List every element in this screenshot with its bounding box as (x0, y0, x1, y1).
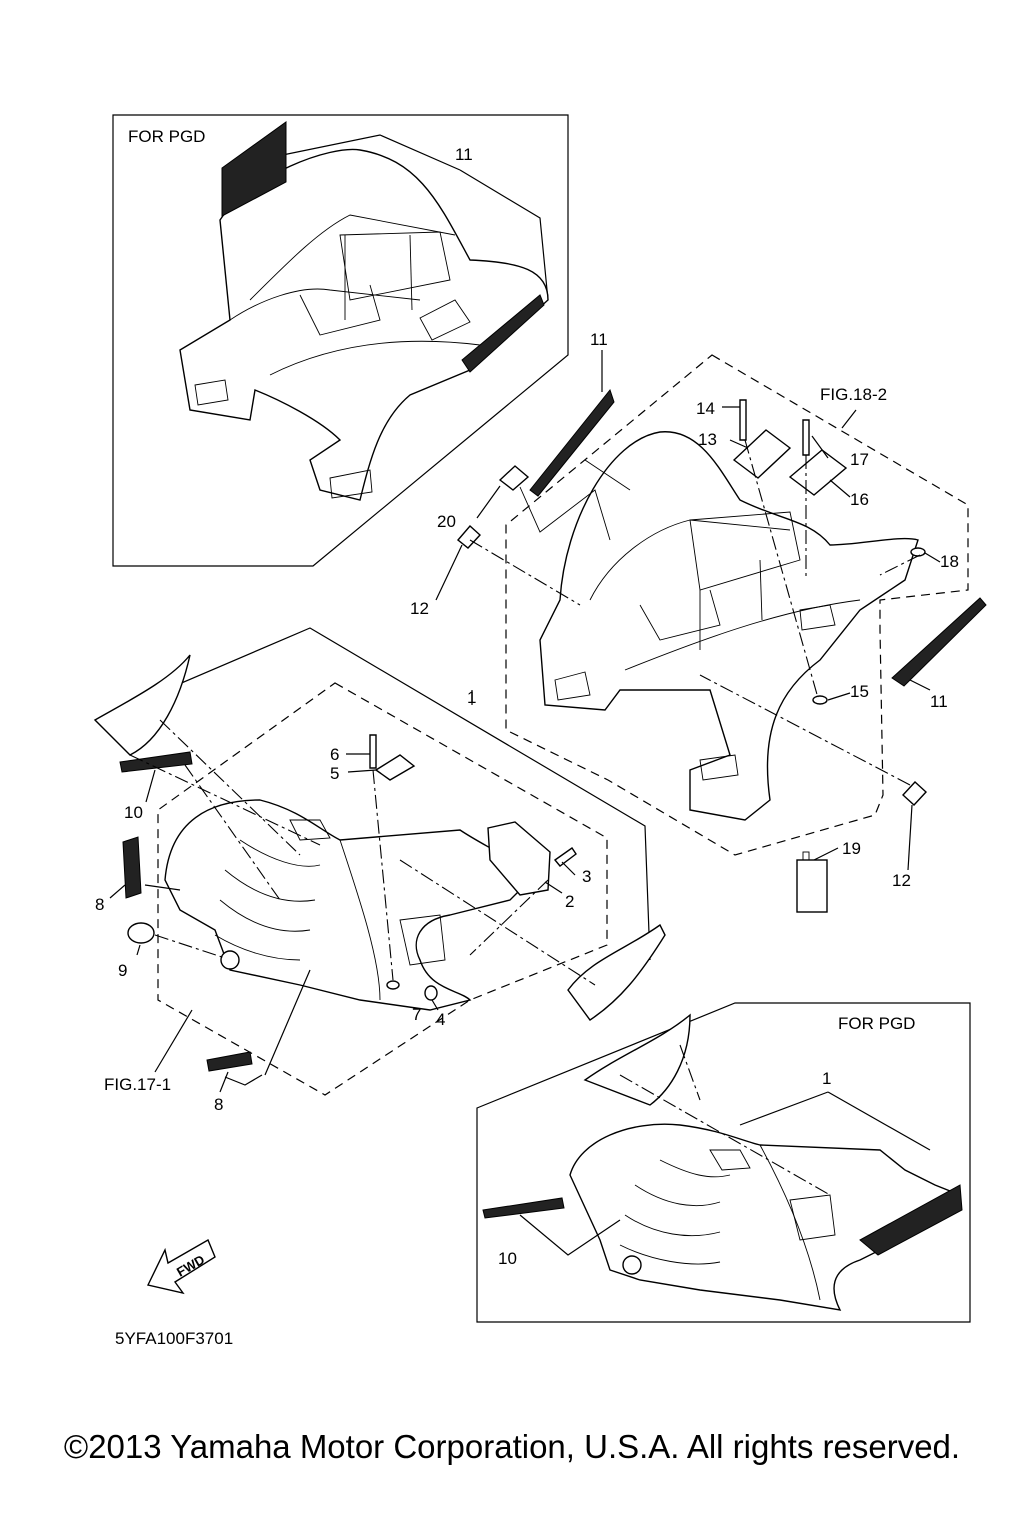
fig-ref-front: FIG.17-1 (104, 1075, 171, 1094)
callout-6: 6 (330, 745, 339, 764)
rear-fender-group: FIG.18-2 (435, 350, 987, 871)
front-plate-2-illustration (487, 821, 551, 896)
callout-19: 19 (842, 839, 861, 858)
drawing-code: 5YFA100F3701 (115, 1329, 233, 1348)
label-19-illustration (796, 847, 839, 913)
copyright-notice: ©2013 Yamaha Motor Corporation, U.S.A. A… (63, 1428, 961, 1465)
fig-ref-rear: FIG.18-2 (820, 385, 887, 404)
decal-1-side-illustration (567, 923, 666, 1021)
callout-20: 20 (437, 512, 456, 531)
callout-10: 10 (124, 803, 143, 822)
decal-11-left-illustration (529, 388, 615, 497)
screw-6-illustration (369, 734, 377, 769)
plate-13-illustration (732, 429, 792, 479)
callout-labels: 11 14 13 17 16 18 20 12 15 11 1 6 5 10 1… (95, 330, 959, 1114)
inset-bottom-tag: FOR PGD (838, 1014, 915, 1033)
callout-2: 2 (565, 892, 574, 911)
inset-top-callout-11: 11 (455, 145, 473, 164)
inset-bottom-callout-10: 10 (498, 1249, 517, 1268)
callout-14: 14 (696, 399, 715, 418)
callout-11-top: 11 (590, 330, 608, 349)
callout-11-right: 11 (930, 692, 948, 711)
grommet-4-illustration (424, 985, 438, 1001)
inset-bottom-callout-1: 1 (822, 1069, 831, 1088)
callout-18: 18 (940, 552, 959, 571)
plate-16-illustration (788, 449, 848, 496)
callout-4: 4 (436, 1010, 445, 1029)
decal-11-right-illustration (891, 597, 987, 687)
callout-3: 3 (582, 867, 591, 886)
inset-panel-top: FOR PGD 11 (112, 114, 569, 567)
decal-10-illustration (119, 751, 193, 773)
callout-13: 13 (698, 430, 717, 449)
callout-17: 17 (850, 450, 869, 469)
front-fender-illustration (164, 799, 531, 1011)
label-12b-illustration (902, 781, 927, 806)
callout-5: 5 (330, 764, 339, 783)
reflector-8b-illustration (206, 1051, 253, 1072)
screw-3-illustration (553, 847, 577, 867)
callout-15: 15 (850, 682, 869, 701)
label-12-illustration (456, 524, 481, 549)
callout-7: 7 (412, 1005, 421, 1024)
inset-panel-bottom: FOR PGD 1 10 (476, 1002, 971, 1323)
rear-fender-illustration (539, 431, 919, 821)
label-20-illustration (498, 465, 530, 491)
callout-8-lower: 8 (214, 1095, 223, 1114)
callout-1: 1 (467, 688, 476, 707)
callout-8-upper: 8 (95, 895, 104, 914)
cap-9-illustration (127, 922, 155, 944)
plate-5-illustration (374, 754, 416, 781)
grommet-7-illustration (386, 980, 400, 990)
reflector-8a-illustration (122, 836, 142, 899)
screw-17-illustration (802, 419, 810, 456)
screw-14-illustration (739, 399, 747, 441)
callout-12-left: 12 (410, 599, 429, 618)
rear-fender-pgd-illustration (179, 121, 549, 501)
front-fender-pgd-illustration (482, 1013, 963, 1311)
callout-12-right: 12 (892, 871, 911, 890)
side-cover-1-illustration (93, 654, 191, 756)
grommet-15-illustration (812, 695, 828, 705)
callout-16: 16 (850, 490, 869, 509)
callout-9: 9 (118, 961, 127, 980)
grommet-18-illustration (910, 547, 926, 557)
fwd-arrow-icon: FWD (146, 1238, 216, 1295)
front-fender-group (93, 627, 666, 1096)
inset-top-tag: FOR PGD (128, 127, 205, 146)
